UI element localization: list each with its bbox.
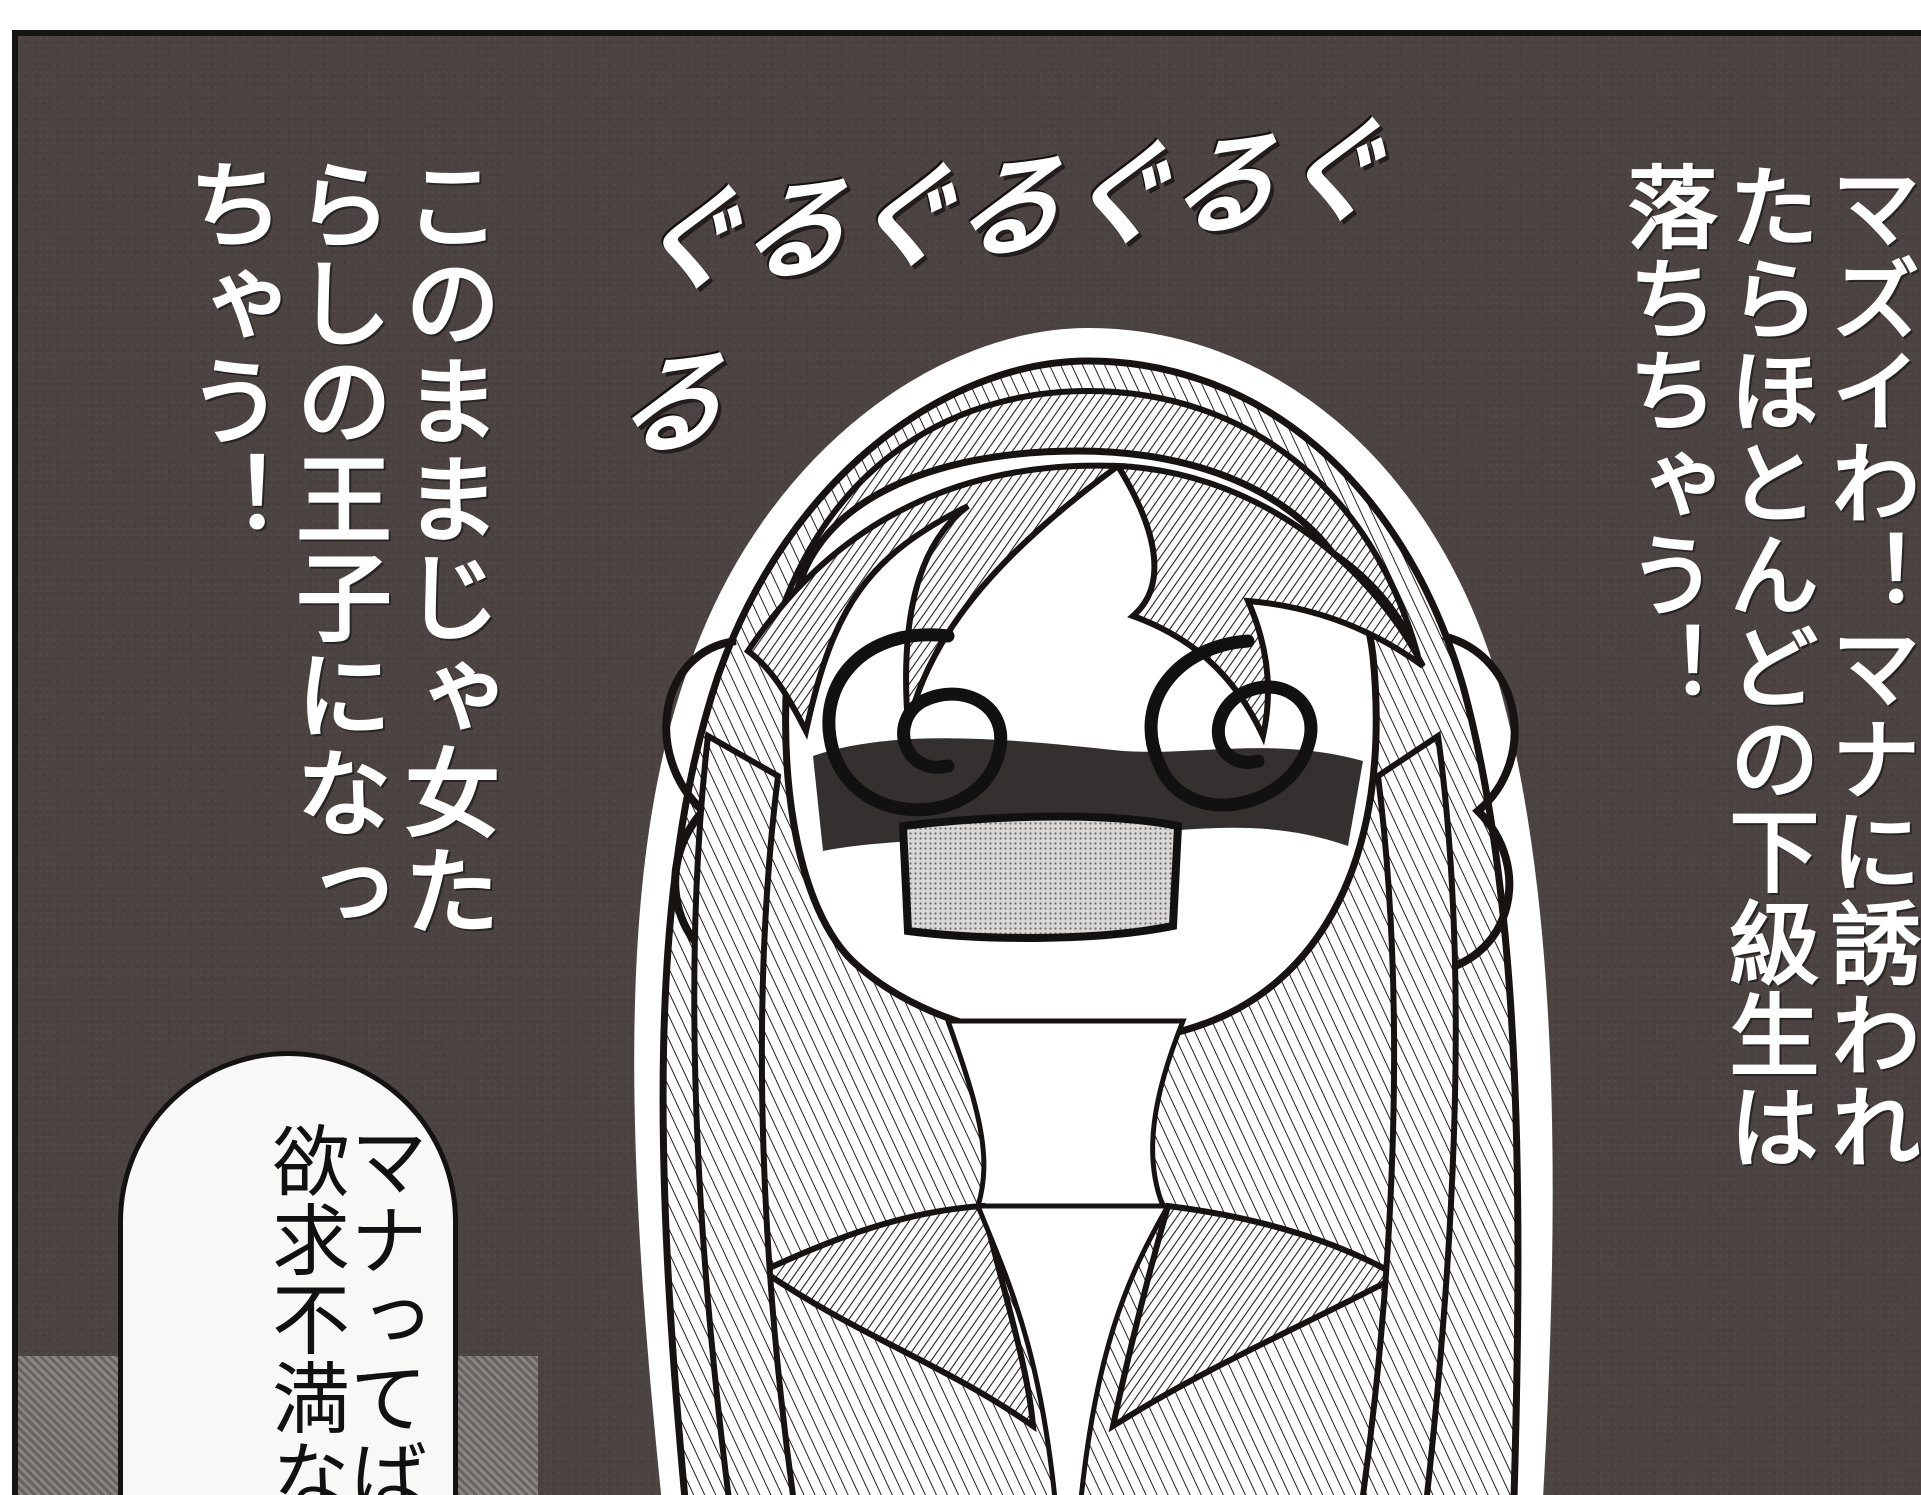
comic-panel: このままじゃ女たらしの王子になっちゃう！ マズイわ！マナに誘われたらほとんどの下… xyxy=(12,30,1921,1495)
left-vertical-caption: このままじゃ女たらしの王子になっちゃう！ xyxy=(171,156,501,940)
swirl-eye-right xyxy=(1144,634,1318,812)
swirl-eye-left xyxy=(822,628,1008,817)
bangs xyxy=(743,462,1127,740)
speech-bubble: マナってば欲求不満な xyxy=(118,1051,458,1495)
front-hair-left xyxy=(691,731,796,1495)
neck xyxy=(944,1018,1187,1209)
side-braid-right xyxy=(1437,632,1519,975)
collar-right xyxy=(1108,1202,1405,1433)
dizzy-girl-illustration xyxy=(634,327,1553,1495)
blouse xyxy=(974,1203,1173,1495)
right-vertical-caption: マズイわ！マナに誘われたらほとんどの下級生は落ちちゃう！ xyxy=(1611,161,1921,1173)
speech-bubble-text: マナってば欲求不満な xyxy=(259,1121,427,1495)
collar-left xyxy=(756,1202,1037,1433)
front-hair-right xyxy=(1360,730,1459,1495)
bangs-right xyxy=(1112,462,1426,746)
open-mouth xyxy=(898,812,1183,942)
